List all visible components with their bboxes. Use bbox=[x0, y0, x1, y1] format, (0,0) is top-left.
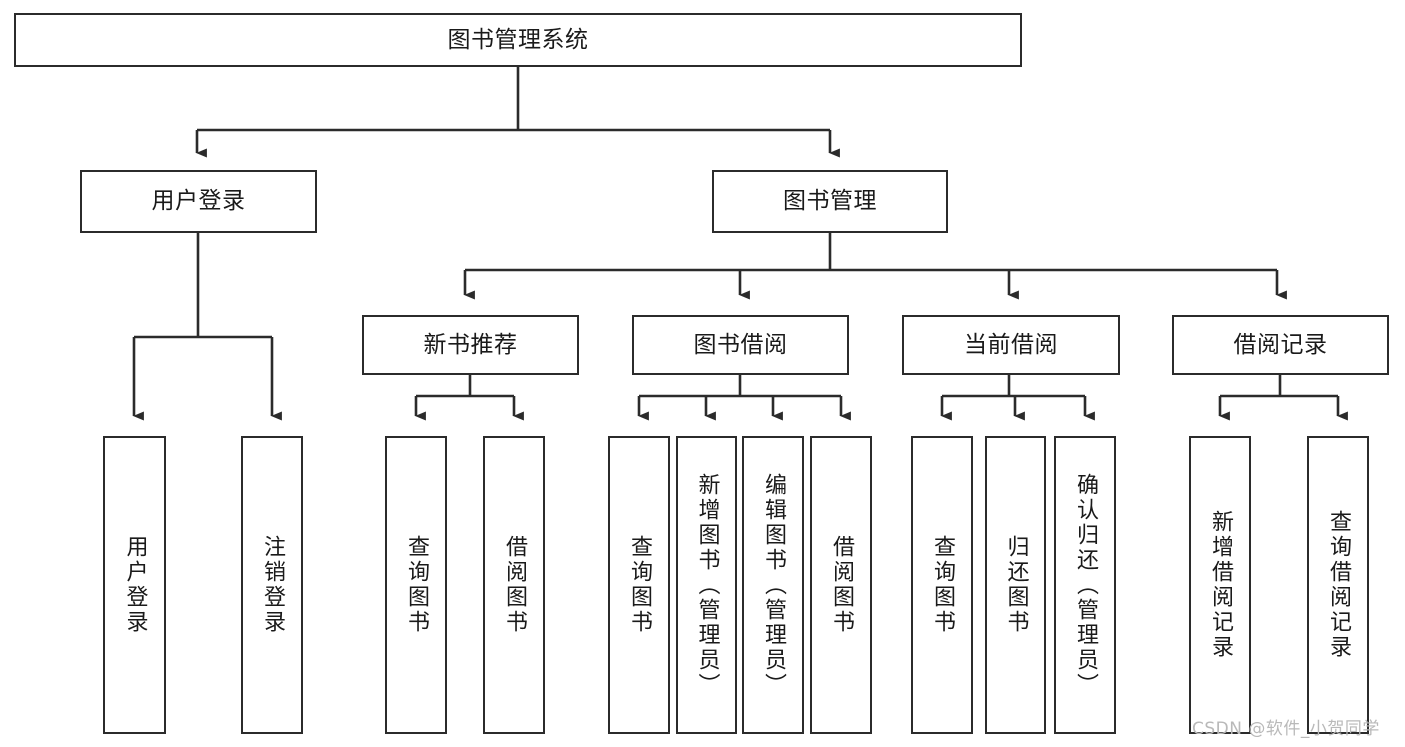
node-leaf-user-login[interactable]: 用户登录 bbox=[103, 436, 166, 734]
node-leaf-cb-query[interactable]: 查询图书 bbox=[911, 436, 973, 734]
node-leaf-bb-borrow[interactable]: 借阅图书 bbox=[810, 436, 872, 734]
node-leaf-user-login-label: 用户登录 bbox=[122, 535, 148, 635]
node-leaf-br-add[interactable]: 新增借阅记录 bbox=[1189, 436, 1251, 734]
csdn-watermark: CSDN @软件_小贺同学 bbox=[1192, 719, 1380, 739]
node-borrow-record[interactable]: 借阅记录 bbox=[1172, 315, 1389, 375]
node-user-login[interactable]: 用户登录 bbox=[80, 170, 317, 233]
node-leaf-bb-add[interactable]: 新增图书（管理员） bbox=[676, 436, 737, 734]
node-borrow-record-label: 借阅记录 bbox=[1233, 331, 1328, 358]
node-leaf-bb-edit-label: 编辑图书（管理员） bbox=[761, 472, 786, 698]
node-leaf-cb-confirm-label: 确认归还（管理员） bbox=[1073, 472, 1098, 698]
node-user-login-label: 用户登录 bbox=[151, 188, 246, 215]
node-leaf-br-query[interactable]: 查询借阅记录 bbox=[1307, 436, 1369, 734]
node-book-borrow-label: 图书借阅 bbox=[693, 331, 788, 358]
node-leaf-rec-borrow[interactable]: 借阅图书 bbox=[483, 436, 545, 734]
node-book-manage-label: 图书管理 bbox=[783, 188, 877, 215]
node-leaf-cb-query-label: 查询图书 bbox=[930, 535, 955, 635]
node-leaf-user-logout[interactable]: 注销登录 bbox=[241, 436, 303, 734]
node-leaf-rec-borrow-label: 借阅图书 bbox=[502, 535, 527, 635]
node-new-book-rec-label: 新书推荐 bbox=[423, 331, 518, 358]
node-book-manage[interactable]: 图书管理 bbox=[712, 170, 948, 233]
node-leaf-rec-query[interactable]: 查询图书 bbox=[385, 436, 447, 734]
node-current-borrow-label: 当前借阅 bbox=[964, 331, 1058, 358]
node-book-borrow[interactable]: 图书借阅 bbox=[632, 315, 849, 375]
node-root-label: 图书管理系统 bbox=[447, 26, 589, 53]
node-leaf-user-logout-label: 注销登录 bbox=[260, 535, 285, 635]
node-leaf-bb-edit[interactable]: 编辑图书（管理员） bbox=[742, 436, 804, 734]
node-leaf-bb-borrow-label: 借阅图书 bbox=[829, 535, 854, 635]
node-leaf-bb-query[interactable]: 查询图书 bbox=[608, 436, 670, 734]
node-leaf-cb-confirm[interactable]: 确认归还（管理员） bbox=[1054, 436, 1116, 734]
node-leaf-rec-query-label: 查询图书 bbox=[404, 535, 429, 635]
node-leaf-cb-return[interactable]: 归还图书 bbox=[985, 436, 1046, 734]
node-leaf-cb-return-label: 归还图书 bbox=[1003, 535, 1029, 635]
node-leaf-bb-query-label: 查询图书 bbox=[627, 535, 652, 635]
node-leaf-br-query-label: 查询借阅记录 bbox=[1326, 510, 1351, 660]
node-new-book-rec[interactable]: 新书推荐 bbox=[362, 315, 579, 375]
node-current-borrow[interactable]: 当前借阅 bbox=[902, 315, 1120, 375]
node-root[interactable]: 图书管理系统 bbox=[14, 13, 1022, 67]
node-leaf-br-add-label: 新增借阅记录 bbox=[1208, 510, 1233, 660]
node-leaf-bb-add-label: 新增图书（管理员） bbox=[694, 472, 720, 698]
